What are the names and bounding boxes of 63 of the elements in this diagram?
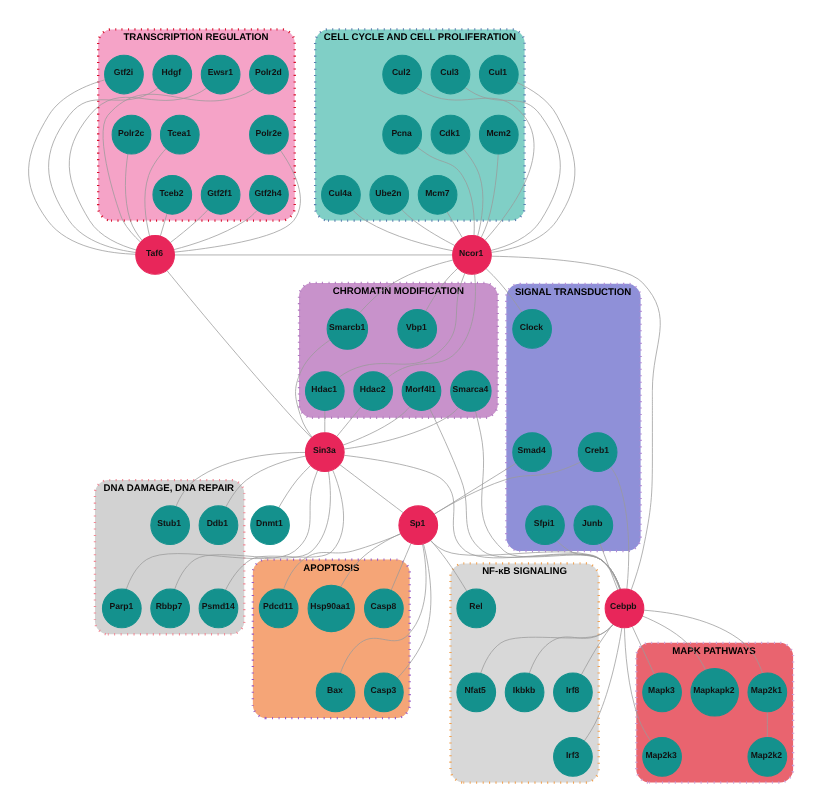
connector bbox=[295, 339, 331, 438]
connector bbox=[125, 469, 319, 590]
connector bbox=[343, 454, 621, 590]
connector bbox=[48, 87, 159, 253]
connector bbox=[144, 148, 167, 237]
connector bbox=[430, 539, 468, 592]
connector bbox=[174, 471, 331, 590]
connector bbox=[485, 268, 523, 313]
connector bbox=[599, 543, 619, 591]
connector bbox=[766, 711, 768, 738]
connector bbox=[340, 533, 401, 588]
connector bbox=[610, 466, 630, 590]
connector bbox=[359, 259, 454, 314]
connector bbox=[446, 211, 463, 239]
connector bbox=[583, 627, 623, 742]
connector bbox=[416, 146, 475, 236]
connector bbox=[416, 87, 535, 241]
connector bbox=[429, 540, 621, 590]
connector bbox=[643, 609, 763, 674]
connector bbox=[28, 79, 137, 255]
connector bbox=[425, 267, 459, 312]
connector bbox=[491, 255, 661, 591]
connector bbox=[173, 210, 258, 250]
connector bbox=[339, 543, 427, 674]
connector bbox=[433, 463, 517, 515]
connector bbox=[480, 624, 614, 674]
connector bbox=[463, 148, 484, 237]
connector bbox=[169, 209, 209, 243]
connector bbox=[225, 455, 307, 508]
connector bbox=[102, 88, 256, 243]
connector bbox=[390, 543, 412, 591]
connector bbox=[401, 209, 456, 247]
connector bbox=[159, 213, 168, 237]
connector bbox=[434, 461, 581, 515]
connector bbox=[580, 623, 614, 676]
connector bbox=[324, 410, 326, 433]
connector bbox=[339, 464, 404, 514]
connector bbox=[556, 540, 621, 590]
connector bbox=[125, 153, 143, 241]
connector bbox=[166, 270, 312, 439]
connector bbox=[396, 543, 432, 679]
connector bbox=[278, 465, 311, 508]
connector bbox=[338, 272, 466, 378]
connector bbox=[175, 452, 306, 508]
connector bbox=[342, 406, 411, 446]
connector bbox=[624, 627, 651, 742]
connector bbox=[352, 209, 454, 252]
connector bbox=[480, 153, 499, 239]
connector bbox=[475, 410, 621, 590]
connector bbox=[336, 406, 362, 438]
connector bbox=[642, 615, 707, 671]
connector bbox=[173, 150, 301, 253]
connector bbox=[528, 624, 614, 674]
connector bbox=[174, 254, 453, 256]
connector bbox=[429, 408, 621, 590]
connector bbox=[386, 273, 476, 379]
connector bbox=[68, 87, 207, 251]
connector bbox=[225, 469, 344, 591]
connector bbox=[464, 87, 561, 251]
connector bbox=[490, 81, 576, 253]
connector bbox=[283, 533, 402, 590]
connector bbox=[343, 407, 459, 450]
connector bbox=[631, 626, 655, 675]
